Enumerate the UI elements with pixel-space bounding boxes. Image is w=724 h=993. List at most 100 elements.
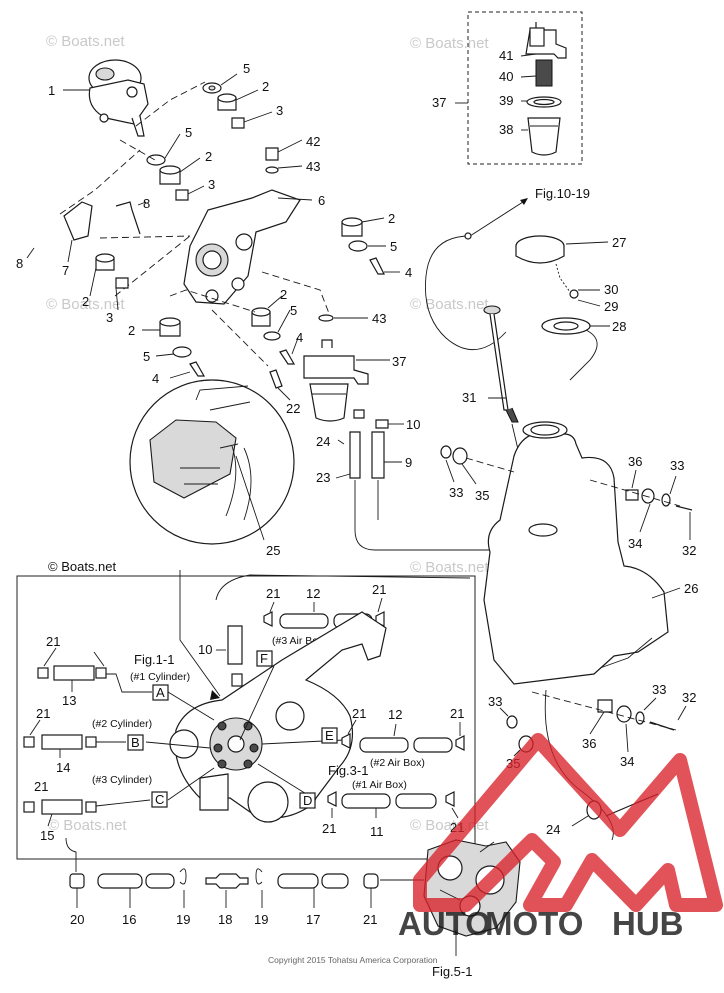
callout-5: 5	[290, 303, 297, 318]
callout-3: 3	[276, 103, 283, 118]
callout-19: 19	[176, 912, 190, 927]
callout-2: 2	[128, 323, 135, 338]
callout-33: 33	[449, 485, 463, 500]
callout-39: 39	[499, 93, 513, 108]
callout-36: 36	[628, 454, 642, 469]
callout-8: 8	[16, 256, 23, 271]
letter-d: D	[303, 793, 312, 808]
note-cylinder-2: (#2 Cylinder)	[92, 718, 152, 730]
watermark: © Boats.net	[46, 33, 125, 50]
callout-21: 21	[36, 706, 50, 721]
callout-33: 33	[652, 682, 666, 697]
callout-37: 37	[392, 354, 406, 369]
callout-37: 37	[432, 95, 446, 110]
callout-40: 40	[499, 69, 513, 84]
callout-7: 7	[62, 263, 69, 278]
callout-6: 6	[318, 193, 325, 208]
callout-24: 24	[316, 434, 330, 449]
callout-21: 21	[363, 912, 377, 927]
note-cylinder-3: (#3 Cylinder)	[92, 774, 152, 786]
fig-ref-3-1: Fig.3-1	[328, 763, 368, 778]
callout-32: 32	[682, 543, 696, 558]
callout-18: 18	[218, 912, 232, 927]
callout-2: 2	[82, 294, 89, 309]
letter-c: C	[155, 792, 164, 807]
callout-8: 8	[143, 196, 150, 211]
callout-13: 13	[62, 693, 76, 708]
callout-5: 5	[143, 349, 150, 364]
logo-moto: MOTO	[485, 905, 583, 942]
note-airbox-1: (#1 Air Box)	[352, 779, 407, 791]
fig-ref-10-19: Fig.10-19	[535, 186, 590, 201]
callout-2: 2	[280, 287, 287, 302]
callout-21: 21	[322, 821, 336, 836]
callout-21: 21	[450, 706, 464, 721]
copyright-text: Copyright 2015 Tohatsu America Corporati…	[268, 955, 438, 965]
fig-ref-1-1: Fig.1-1	[134, 652, 174, 667]
callout-41: 41	[499, 48, 513, 63]
callout-3: 3	[208, 177, 215, 192]
callout-11: 11	[370, 824, 384, 839]
callout-14: 14	[56, 760, 70, 775]
callout-21: 21	[266, 586, 280, 601]
callout-25: 25	[266, 543, 280, 558]
watermark: © Boats.net	[48, 817, 127, 834]
callout-21: 21	[372, 582, 386, 597]
callout-15: 15	[40, 828, 54, 843]
callout-27: 27	[612, 235, 626, 250]
callout-2: 2	[388, 211, 395, 226]
callout-24: 24	[546, 822, 560, 837]
hose-routing-detail: 25	[129, 379, 295, 558]
callout-17: 17	[306, 912, 320, 927]
logo-hub: HUB	[612, 905, 684, 942]
letter-f: F	[260, 651, 268, 666]
callout-32: 32	[682, 690, 696, 705]
letter-a: A	[156, 685, 165, 700]
callout-21: 21	[352, 706, 366, 721]
callout-16: 16	[122, 912, 136, 927]
watermark: © Boats.net	[410, 559, 489, 576]
watermark-layer: © Boats.net © Boats.net © Boats.net © Bo…	[46, 33, 489, 834]
callout-10: 10	[406, 417, 420, 432]
callout-10: 10	[198, 642, 212, 657]
logo-auto: AUTO	[398, 905, 491, 942]
callout-28: 28	[612, 319, 626, 334]
callout-12: 12	[388, 707, 402, 722]
callout-34: 34	[628, 536, 642, 551]
callout-30: 30	[604, 282, 618, 297]
callout-2: 2	[205, 149, 212, 164]
watermark: © Boats.net	[46, 296, 125, 313]
callout-35: 35	[475, 488, 489, 503]
callout-23: 23	[316, 470, 330, 485]
fuel-tank-assembly: Fig.10-19 27 30 29 28 31	[425, 186, 698, 841]
callout-12: 12	[306, 586, 320, 601]
box-caption: © Boats.net	[48, 559, 117, 574]
letter-b: B	[131, 735, 140, 750]
callout-5: 5	[243, 61, 250, 76]
watermark: © Boats.net	[410, 296, 489, 313]
callout-5: 5	[390, 239, 397, 254]
callout-9: 9	[405, 455, 412, 470]
callout-33: 33	[670, 458, 684, 473]
callout-4: 4	[152, 371, 159, 386]
note-cylinder-1: (#1 Cylinder)	[130, 671, 190, 683]
callout-21: 21	[46, 634, 60, 649]
callout-21: 21	[34, 779, 48, 794]
callout-36: 36	[582, 736, 596, 751]
callout-19: 19	[254, 912, 268, 927]
callout-20: 20	[70, 912, 84, 927]
callout-2: 2	[262, 79, 269, 94]
callout-43: 43	[372, 311, 386, 326]
callout-33: 33	[488, 694, 502, 709]
callout-34: 34	[620, 754, 634, 769]
callout-31: 31	[462, 390, 476, 405]
callout-43: 43	[306, 159, 320, 174]
callout-29: 29	[604, 299, 618, 314]
callout-1: 1	[48, 83, 55, 98]
callout-38: 38	[499, 122, 513, 137]
fuel-filter-kit-inset: 41 40 39 38 37	[432, 11, 583, 165]
callout-4: 4	[405, 265, 412, 280]
callout-5: 5	[185, 125, 192, 140]
